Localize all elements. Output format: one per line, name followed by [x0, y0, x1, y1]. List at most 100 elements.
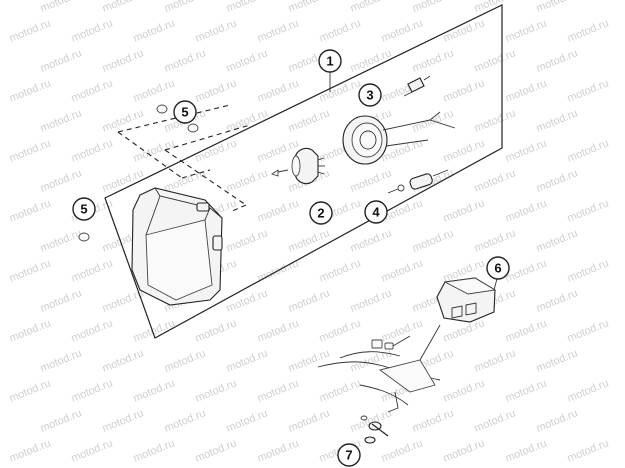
watermark-text: motod.ru	[70, 437, 115, 464]
watermark-text: motod.ru	[70, 137, 115, 164]
watermark-text: motod.ru	[566, 137, 611, 164]
headlight-housing	[131, 187, 223, 306]
watermark-text: motod.ru	[318, 377, 363, 404]
watermark-text: motod.ru	[194, 317, 239, 344]
parking-light-bulb	[387, 169, 449, 194]
watermark-text: motod.ru	[8, 17, 53, 44]
watermark-text: motod.ru	[39, 227, 84, 254]
watermark-text: motod.ru	[287, 227, 332, 254]
watermark-text: motod.ru	[132, 377, 177, 404]
watermark-text: motod.ru	[504, 197, 549, 224]
callout-4-label: 4	[372, 205, 380, 220]
watermark-text: motod.ru	[442, 197, 487, 224]
watermark-text: motod.ru	[39, 167, 84, 194]
callout-3-label: 3	[366, 88, 373, 103]
watermark-text: motod.ru	[380, 257, 425, 284]
relay-unit	[436, 274, 499, 323]
watermark-text: motod.ru	[132, 317, 177, 344]
callout-7-label: 7	[345, 448, 352, 463]
watermark-text: motod.ru	[194, 377, 239, 404]
watermark-text: motod.ru	[132, 17, 177, 44]
watermark-text: motod.ru	[411, 0, 456, 15]
watermark-text: motod.ru	[566, 317, 611, 344]
watermark-text: motod.ru	[39, 347, 84, 374]
watermark-text: motod.ru	[349, 167, 394, 194]
watermark-text: motod.ru	[535, 347, 580, 374]
watermark-text: motod.ru	[411, 407, 456, 434]
watermark-text: motod.ru	[39, 407, 84, 434]
watermark-text: motod.ru	[163, 0, 208, 15]
mounting-dashed-guides	[117, 104, 251, 213]
callout-5-lower: 5	[72, 197, 96, 221]
watermark-text: motod.ru	[318, 317, 363, 344]
watermark-text: motod.ru	[132, 137, 177, 164]
watermark-text: motod.ru	[256, 317, 301, 344]
watermark-text: motod.ru	[380, 17, 425, 44]
watermark-text: motod.ru	[132, 77, 177, 104]
watermark-text: motod.ru	[442, 377, 487, 404]
bolt-set	[360, 415, 389, 444]
watermark-text: motod.ru	[504, 437, 549, 464]
watermark-text: motod.ru	[504, 137, 549, 164]
watermark-text: motod.ru	[535, 287, 580, 314]
watermark-text: motod.ru	[504, 377, 549, 404]
assembly-panel-outline	[104, 4, 503, 339]
headlight-bulb	[270, 147, 325, 185]
watermark-text: motod.ru	[194, 437, 239, 464]
watermark-text: motod.ru	[39, 287, 84, 314]
watermark-text: motod.ru	[256, 17, 301, 44]
watermark-text: motod.ru	[70, 317, 115, 344]
watermark-text: motod.ru	[70, 77, 115, 104]
watermark-text: motod.ru	[8, 77, 53, 104]
watermark-text: motod.ru	[8, 197, 53, 224]
watermark-text: motod.ru	[39, 0, 84, 15]
watermark-text: motod.ru	[535, 0, 580, 15]
watermark-text: motod.ru	[442, 437, 487, 464]
callout-5-upper-label: 5	[181, 105, 188, 120]
watermark-text: motod.ru	[225, 287, 270, 314]
watermark-text: motod.ru	[473, 167, 518, 194]
watermark-text: motod.ru	[349, 287, 394, 314]
watermark-text: motod.ru	[194, 77, 239, 104]
watermark-text: motod.ru	[535, 107, 580, 134]
watermark-text: motod.ru	[535, 167, 580, 194]
watermark-text: motod.ru	[504, 77, 549, 104]
watermark-text: motod.ru	[256, 437, 301, 464]
watermark-text: motod.ru	[163, 407, 208, 434]
watermark-text: motod.ru	[256, 77, 301, 104]
watermark-text: motod.ru	[287, 407, 332, 434]
watermark-text: motod.ru	[566, 77, 611, 104]
watermark-text: motod.ru	[101, 347, 146, 374]
watermark-text: motod.ru	[70, 17, 115, 44]
screw-set-upper	[78, 104, 199, 242]
watermark-text: motod.ru	[473, 407, 518, 434]
watermark-text: motod.ru	[566, 437, 611, 464]
watermark-text: motod.ru	[39, 107, 84, 134]
watermark-text: motod.ru	[287, 287, 332, 314]
watermark-text: motod.ru	[101, 47, 146, 74]
watermark-text: motod.ru	[473, 107, 518, 134]
watermark-text: motod.ru	[349, 0, 394, 15]
callout-5-lower-label: 5	[80, 202, 87, 217]
callout-2: 2	[309, 201, 333, 225]
watermark-text: motod.ru	[8, 437, 53, 464]
watermark-text: motod.ru	[163, 347, 208, 374]
watermark-text: motod.ru	[8, 377, 53, 404]
watermark-text: motod.ru	[70, 377, 115, 404]
watermark-text: motod.ru	[70, 257, 115, 284]
watermark-text: motod.ru	[101, 107, 146, 134]
watermark-text: motod.ru	[411, 47, 456, 74]
watermark-text: motod.ru	[318, 17, 363, 44]
watermark-text: motod.ru	[287, 107, 332, 134]
watermark-text: motod.ru	[535, 47, 580, 74]
watermark-text: motod.ru	[225, 47, 270, 74]
watermark-text: motod.ru	[194, 17, 239, 44]
watermark-text: motod.ru	[101, 407, 146, 434]
callout-6-label: 6	[494, 261, 501, 276]
watermark-text: motod.ru	[473, 47, 518, 74]
watermark-text: motod.ru	[287, 0, 332, 15]
watermark-text: motod.ru	[411, 227, 456, 254]
watermark-text: motod.ru	[349, 407, 394, 434]
watermark-text: motod.ru	[473, 0, 518, 15]
